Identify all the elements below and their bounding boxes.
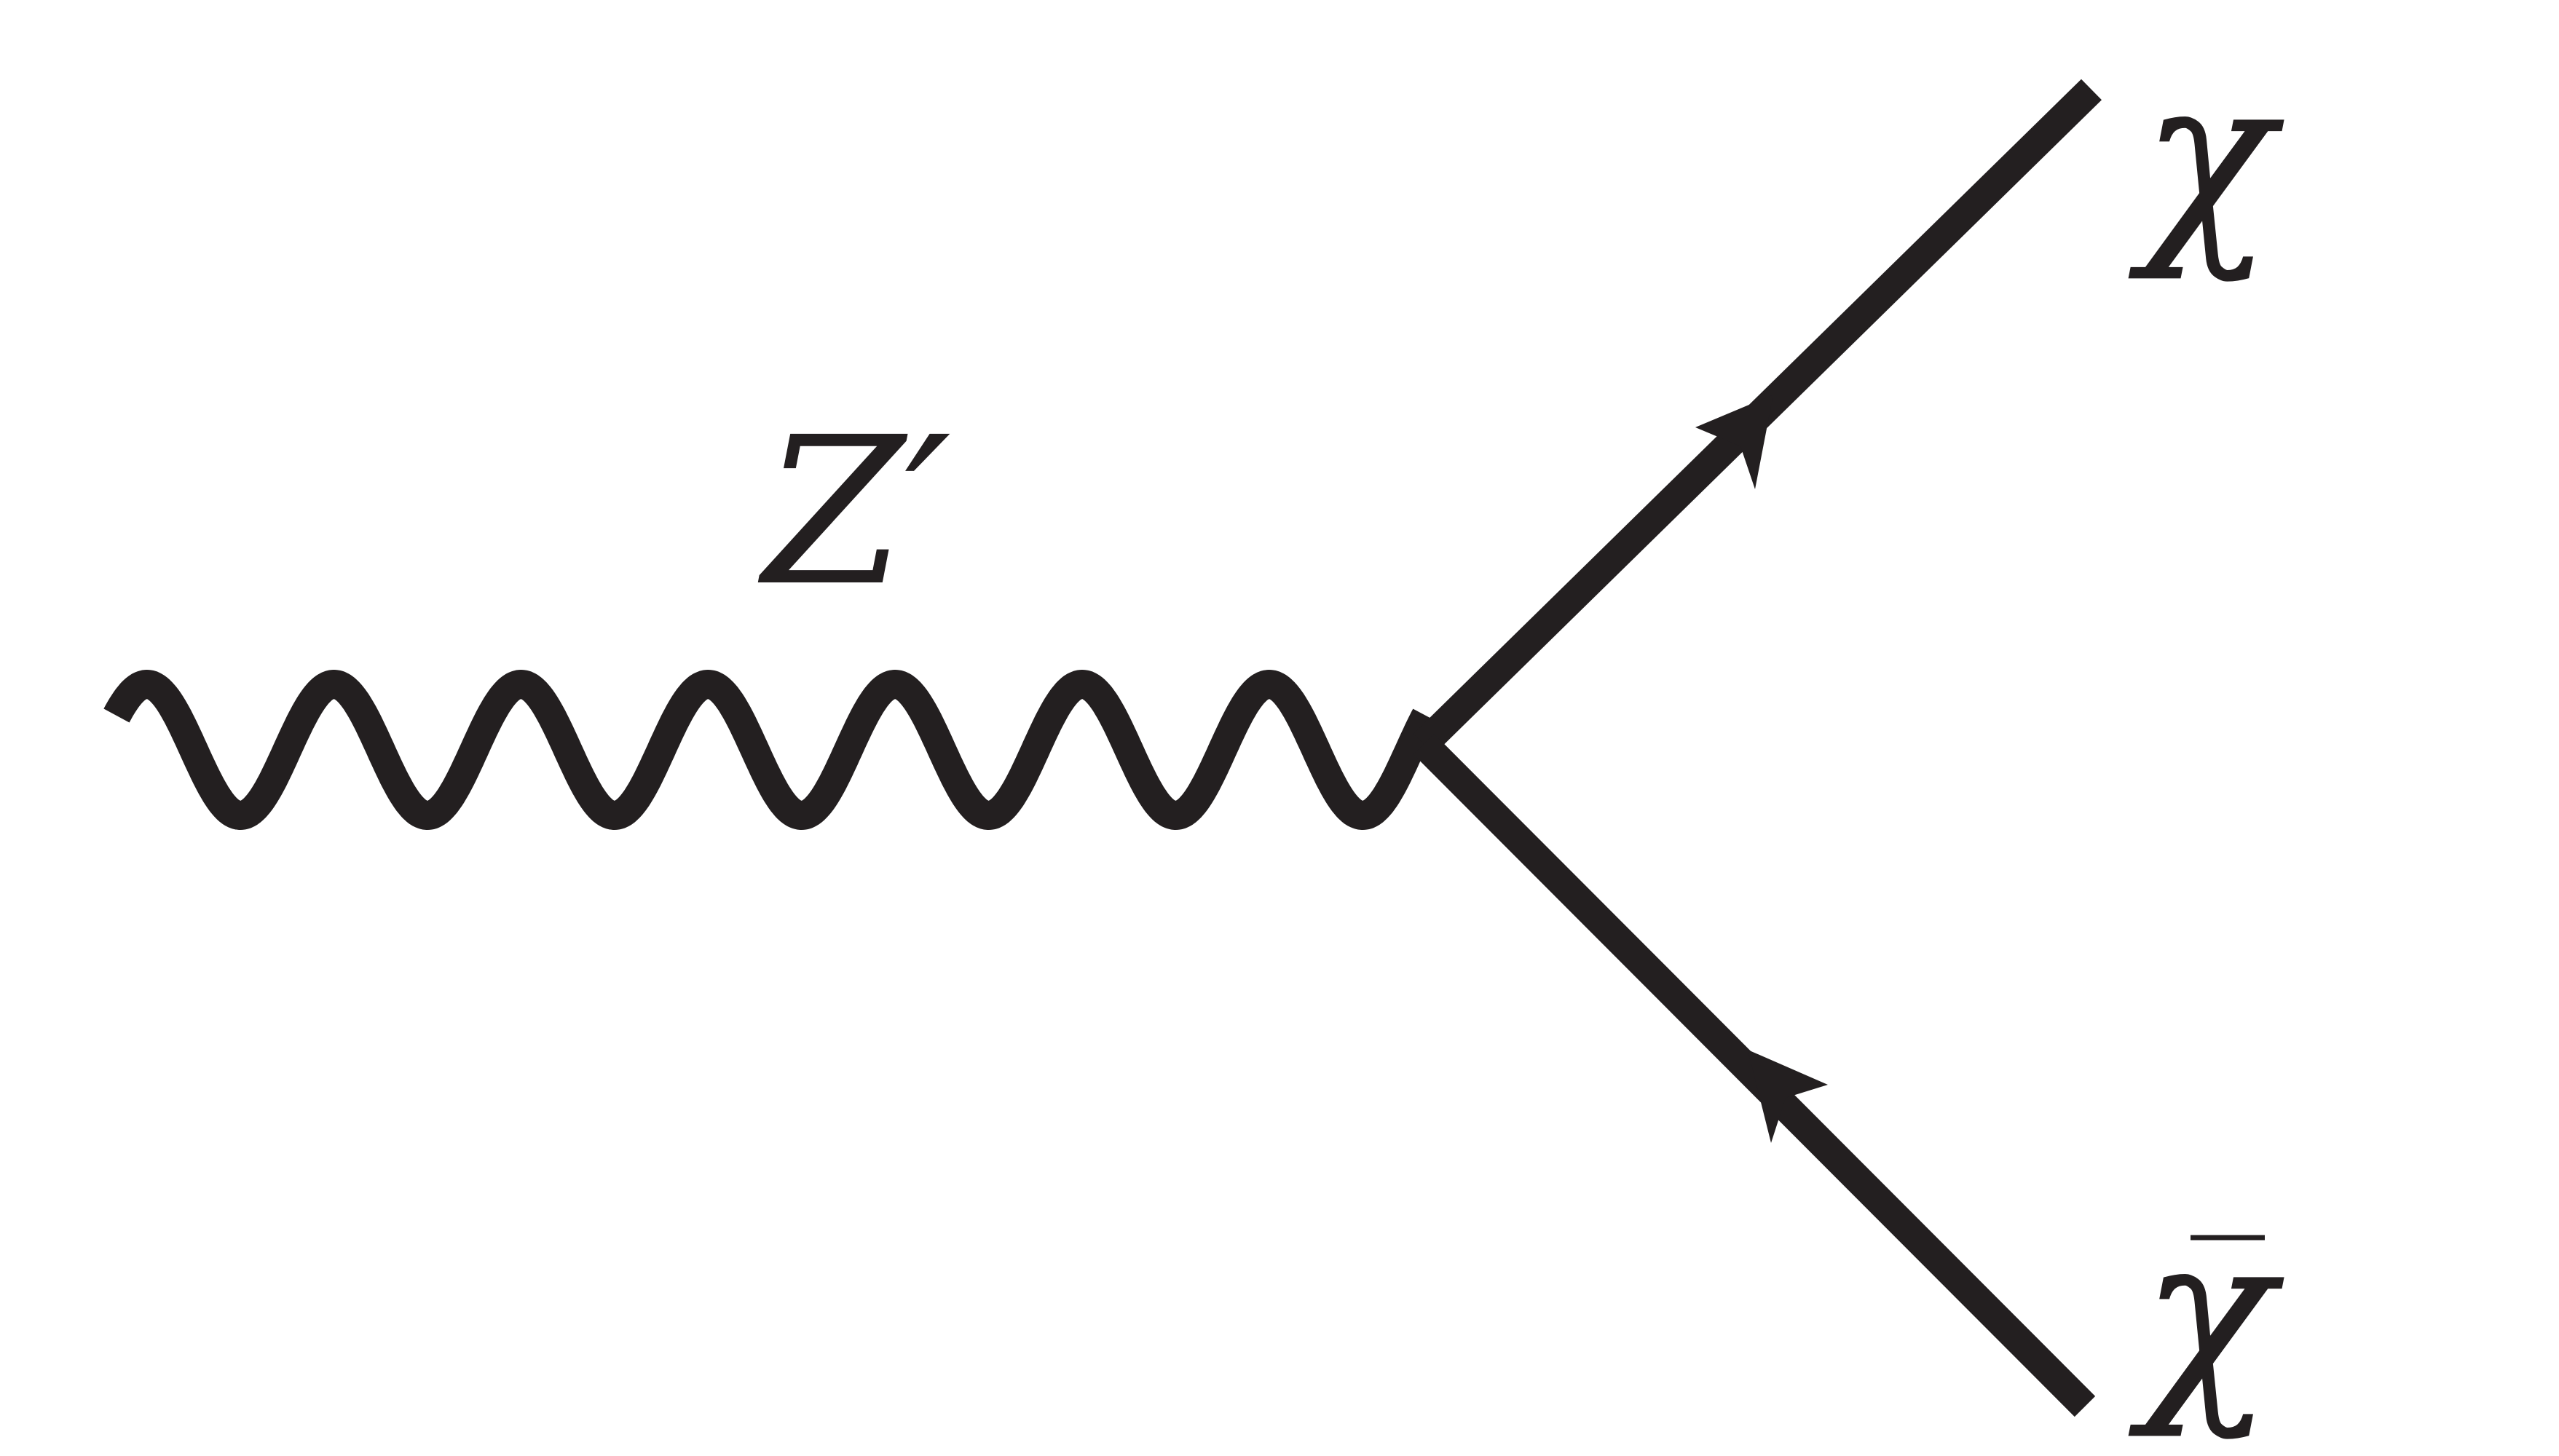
boson-label: Z′ [757,394,953,631]
fermion-arrow-upper [1695,395,1773,489]
antifermion-label: χ [2127,1188,2284,1442]
boson-propagator-wavy [103,670,1439,830]
fermion-label: χ [2127,31,2284,285]
antifermion-arrow-lower [1748,1050,1828,1143]
